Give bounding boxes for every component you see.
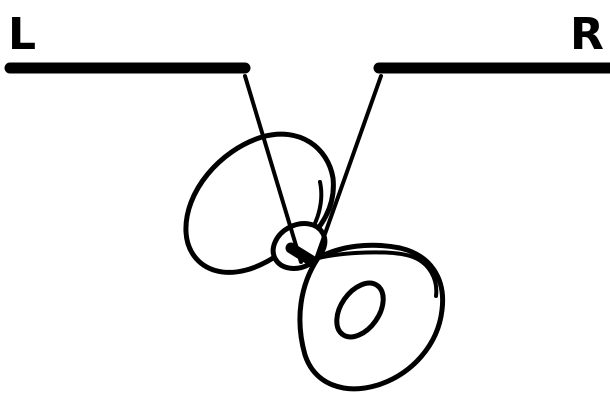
left-label: L <box>8 9 36 60</box>
right-label: R <box>570 9 604 60</box>
front-cup <box>300 245 443 389</box>
